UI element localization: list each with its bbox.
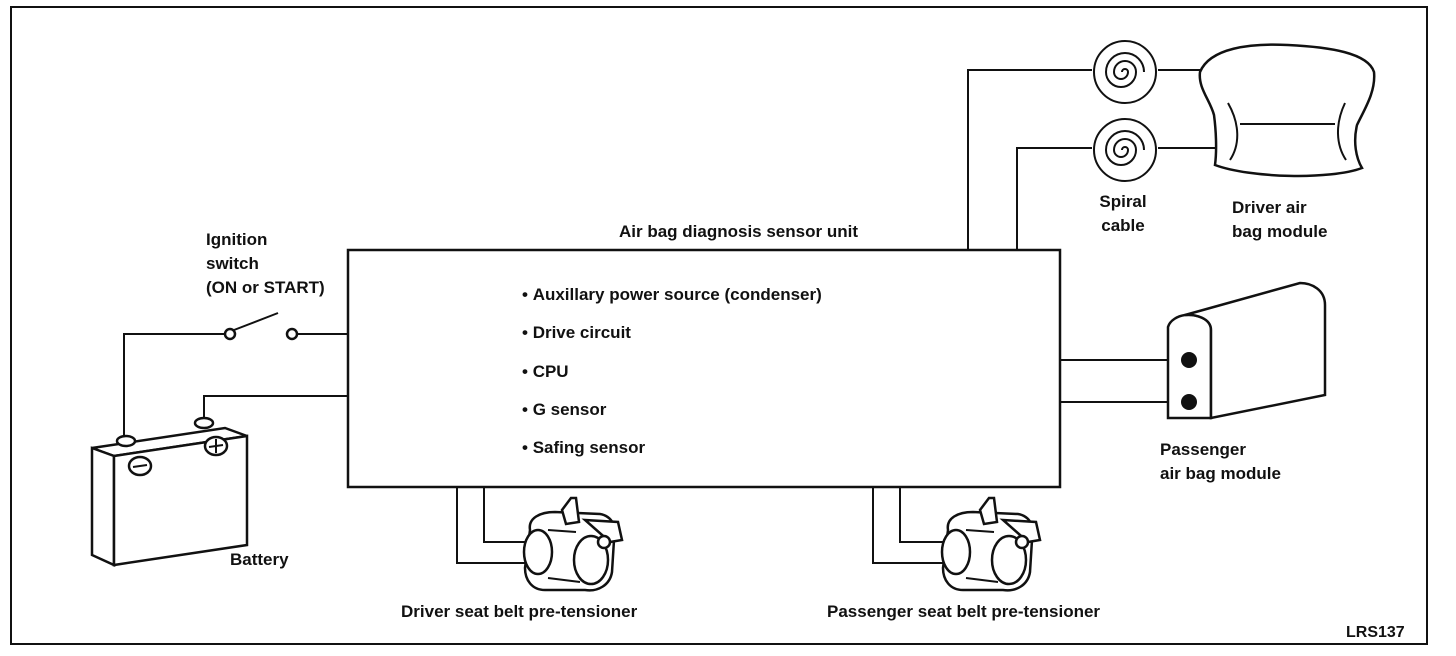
ignition-switch-label-line2: switch bbox=[206, 254, 259, 273]
driver-airbag-label-line2: bag module bbox=[1232, 222, 1328, 241]
ignition-switch-label-line1: Ignition bbox=[206, 230, 268, 249]
ignition-switch-label-line3: (ON or START) bbox=[206, 278, 325, 297]
spiral-cable-label: Spiral cable bbox=[1092, 190, 1154, 238]
driver-airbag-wire-2 bbox=[1016, 147, 1092, 250]
passenger-pretensioner-wire-1 bbox=[872, 487, 943, 564]
driver-airbag-module-label: Driver air bag module bbox=[1232, 196, 1327, 244]
passenger-pretensioner-label: Passenger seat belt pre-tensioner bbox=[827, 602, 1101, 621]
passenger-pretensioner-icon bbox=[940, 496, 1042, 592]
passenger-airbag-label-line1: Passenger bbox=[1160, 440, 1246, 459]
passenger-airbag-label-line2: air bag module bbox=[1160, 464, 1281, 483]
driver-airbag-module-icon bbox=[1198, 43, 1376, 178]
sensor-unit-title: Air bag diagnosis sensor unit bbox=[619, 222, 858, 241]
figure-frame bbox=[10, 6, 1428, 645]
passenger-airbag-module-label: Passenger air bag module bbox=[1160, 438, 1281, 486]
feature-item: Drive circuit bbox=[522, 321, 822, 359]
spiral-cable-lower-icon bbox=[1093, 118, 1157, 182]
driver-pretensioner-wire-1 bbox=[456, 487, 525, 564]
battery-icon bbox=[90, 416, 249, 567]
feature-item: G sensor bbox=[522, 398, 822, 436]
driver-airbag-label-line1: Driver air bbox=[1232, 198, 1307, 217]
battery-label: Battery bbox=[230, 550, 289, 569]
spiral-cable-upper-icon bbox=[1093, 40, 1157, 104]
passenger-airbag-module-icon bbox=[1166, 281, 1327, 420]
ignition-switch-symbol bbox=[123, 312, 348, 442]
feature-item: Safing sensor bbox=[522, 436, 822, 474]
driver-airbag-wire-1 bbox=[967, 69, 1092, 250]
spiral-cable-label-line1: Spiral bbox=[1099, 192, 1147, 211]
driver-pretensioner-icon bbox=[522, 496, 624, 592]
sensor-unit-feature-list: Auxillary power source (condenser) Drive… bbox=[522, 283, 822, 474]
driver-pretensioner-wire-2 bbox=[483, 487, 525, 543]
driver-pretensioner-label: Driver seat belt pre-tensioner bbox=[401, 602, 638, 621]
feature-item: Auxillary power source (condenser) bbox=[522, 283, 822, 321]
ignition-switch-label: Ignition switch (ON or START) bbox=[206, 228, 325, 300]
figure-code: LRS137 bbox=[1346, 624, 1405, 641]
spiral-cable-label-line2: cable bbox=[1101, 216, 1145, 235]
passenger-pretensioner-wire-2 bbox=[899, 487, 943, 543]
feature-item: CPU bbox=[522, 360, 822, 398]
